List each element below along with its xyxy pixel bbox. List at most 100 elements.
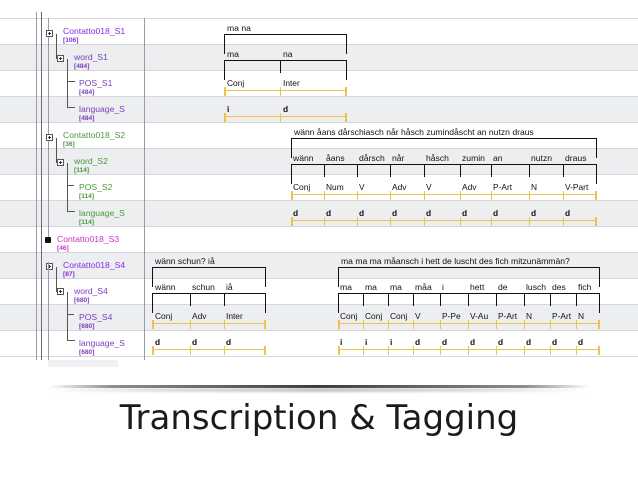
annotation-text: P-Art xyxy=(493,182,513,192)
annotation-pos-s2[interactable]: Conj Num V Adv V Adv P-Art N V-Part xyxy=(291,182,597,200)
annotation-pos-s4a[interactable]: Conj Adv Inter xyxy=(152,311,266,329)
annotation-pos-s4b[interactable]: Conj Conj Conj V P-Pe V-Au P-Art N P-Art… xyxy=(338,311,600,329)
tier-count: [36] xyxy=(63,141,75,148)
annotation-sentence-s2[interactable]: wänn åans dårschiasch når håsch zumindås… xyxy=(291,127,597,158)
annotation-text: V-Part xyxy=(565,182,589,192)
annotation-text: d xyxy=(442,337,448,347)
tier-expander-word-s4[interactable] xyxy=(57,288,64,295)
annotation-text: d xyxy=(192,337,198,347)
annotation-text: d xyxy=(498,337,504,347)
annotation-text: d xyxy=(462,208,468,218)
tier-row xyxy=(0,304,638,330)
tier-row xyxy=(0,174,638,200)
annotation-text: ma xyxy=(340,282,352,292)
annotation-text: P-Art xyxy=(498,311,518,321)
annotation-text: Adv xyxy=(462,182,477,192)
tier-bullet-s3[interactable] xyxy=(45,237,51,243)
annotation-text: zumin xyxy=(462,153,485,163)
tier-row xyxy=(0,96,638,122)
annotation-text: lusch xyxy=(526,282,547,292)
annotation-text: måa xyxy=(415,282,432,292)
tier-label-word-s4[interactable]: word_S4 [680] xyxy=(74,287,108,305)
annotation-text: i xyxy=(390,337,393,347)
annotation-text: d xyxy=(326,208,332,218)
tier-label-language-s4[interactable]: language_S [680] xyxy=(79,339,125,357)
annotation-text: P-Art xyxy=(552,311,572,321)
annotation-text: N xyxy=(578,311,585,321)
annotation-text: håsch xyxy=(426,153,449,163)
annotation-text: åans xyxy=(326,153,345,163)
annotation-text: når xyxy=(392,153,405,163)
annotation-language-s4b[interactable]: i i i d d d d d d d xyxy=(338,337,600,355)
tier-label-contatto018-s2[interactable]: Contatto018_S2 [36] xyxy=(63,131,125,149)
tier-expander-word-s1[interactable] xyxy=(57,55,64,62)
annotation-text: ma ma ma måansch i hett de luscht des fi… xyxy=(341,256,570,266)
tier-row xyxy=(0,278,638,304)
annotation-language-s2[interactable]: d d d d d d d d d xyxy=(291,208,597,226)
tier-row xyxy=(0,18,638,44)
annotation-text: d xyxy=(565,208,571,218)
annotation-text: wänn xyxy=(293,153,314,163)
annotation-text: ma xyxy=(390,282,402,292)
tier-label-contatto018-s4[interactable]: Contatto018_S4 [87] xyxy=(63,261,125,279)
tier-expander-word-s2[interactable] xyxy=(57,159,64,166)
tier-row xyxy=(0,200,638,226)
annotation-words-s4a[interactable]: wänn schun iå xyxy=(152,282,266,313)
annotation-text: Inter xyxy=(283,78,300,88)
annotation-sentence-s4a[interactable]: wänn schun? iå xyxy=(152,256,266,287)
tier-label-pos-s4[interactable]: POS_S4 [680] xyxy=(79,313,112,331)
tier-expander-s2[interactable] xyxy=(46,134,53,141)
tier-count: [484] xyxy=(79,115,95,122)
annotation-sentence-s4b[interactable]: ma ma ma måansch i hett de luscht des fi… xyxy=(338,256,600,287)
annotation-text: V-Au xyxy=(470,311,489,321)
annotation-text: d xyxy=(283,104,289,114)
tier-label-language-s2[interactable]: language_S [114] xyxy=(79,209,125,227)
annotation-text: d xyxy=(470,337,476,347)
tier-expander-s4[interactable] xyxy=(46,263,53,270)
tier-name: Contatto018_S4 xyxy=(63,260,126,270)
tier-row xyxy=(0,252,638,278)
tier-row xyxy=(0,226,638,252)
tier-count: [680] xyxy=(79,349,95,356)
annotation-text: Adv xyxy=(392,182,407,192)
annotation-text: i xyxy=(227,104,230,114)
annotation-text: Inter xyxy=(226,311,243,321)
slide-caption: Transcription & Tagging xyxy=(119,398,519,438)
annotation-text: nutzn xyxy=(531,153,553,163)
tier-label-language-s1[interactable]: language_S [484] xyxy=(79,105,125,123)
annotation-text: d xyxy=(415,337,421,347)
annotation-text: i xyxy=(365,337,368,347)
annotation-text: wänn åans dårschiasch når håsch zumindås… xyxy=(294,127,534,137)
annotation-text: Adv xyxy=(192,311,207,321)
tier-count: [114] xyxy=(74,167,90,174)
annotation-sentence-s1[interactable]: ma na xyxy=(224,23,347,54)
image-edge-artifact xyxy=(48,360,118,367)
annotation-text: Conj xyxy=(340,311,358,321)
annotation-text: d xyxy=(426,208,432,218)
annotation-words-s2[interactable]: wänn åans dårsch når håsch zumin an nutz… xyxy=(291,153,597,184)
tier-label-contatto018-s1[interactable]: Contatto018_S1 [106] xyxy=(63,27,125,45)
annotation-text: d xyxy=(226,337,232,347)
annotation-words-s1[interactable]: ma na xyxy=(224,49,347,80)
tier-name: Contatto018_S1 xyxy=(63,26,126,36)
tier-label-pos-s1[interactable]: POS_S1 [484] xyxy=(79,79,112,97)
annotation-text: V xyxy=(415,311,421,321)
tier-label-word-s1[interactable]: word_S1 [484] xyxy=(74,53,108,71)
tier-label-pos-s2[interactable]: POS_S2 [114] xyxy=(79,183,112,201)
tier-count: [484] xyxy=(79,89,95,96)
annotation-words-s4b[interactable]: ma ma ma måa i hett de lusch des fich xyxy=(338,282,600,313)
tier-label-contatto018-s3[interactable]: Contatto018_S3 [46] xyxy=(57,235,119,253)
annotation-text: i xyxy=(340,337,343,347)
annotation-text: d xyxy=(155,337,161,347)
annotation-pos-s1[interactable]: Conj Inter xyxy=(224,78,347,96)
annotation-text: an xyxy=(493,153,503,163)
tier-name: POS_S4 xyxy=(79,312,113,322)
annotation-language-s4a[interactable]: d d d xyxy=(152,337,266,355)
annotation-text: d xyxy=(392,208,398,218)
tier-expander-s1[interactable] xyxy=(46,30,53,37)
tier-label-word-s2[interactable]: word_S2 [114] xyxy=(74,157,108,175)
annotation-text: Num xyxy=(326,182,344,192)
annotation-text: ma xyxy=(365,282,377,292)
annotation-language-s1[interactable]: i d xyxy=(224,104,347,122)
annotation-text: iå xyxy=(226,282,233,292)
